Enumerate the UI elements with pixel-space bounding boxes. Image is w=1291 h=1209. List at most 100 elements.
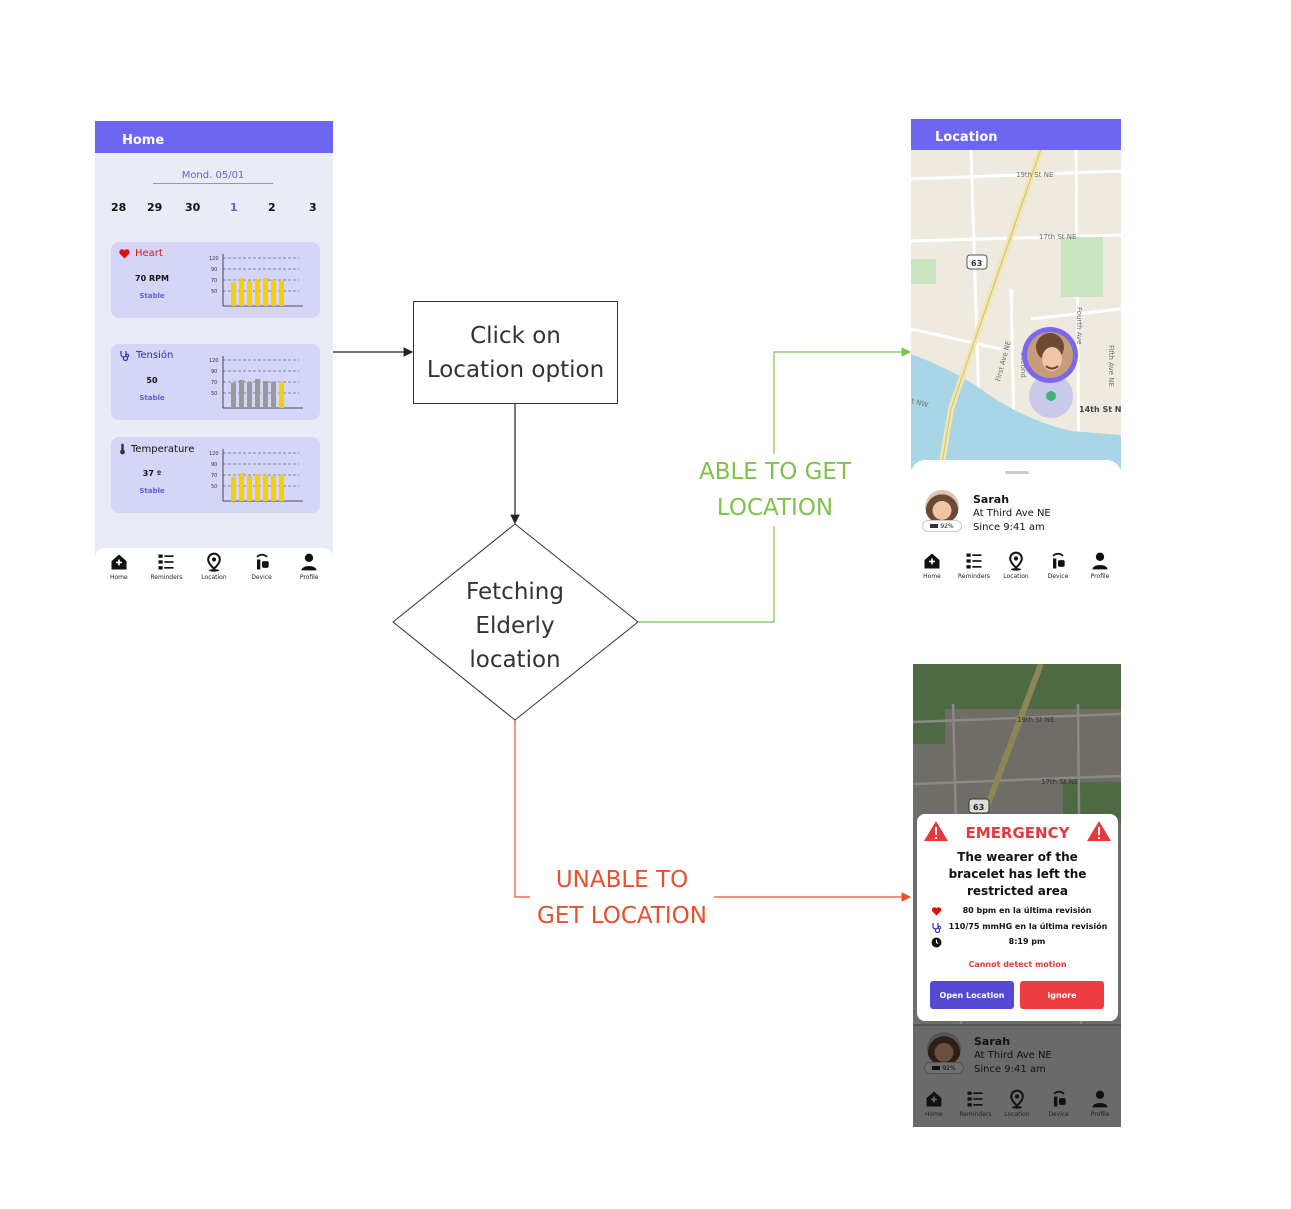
nav-profile[interactable]: Profile [1079,1085,1121,1127]
location-pin-icon [1010,1089,1024,1109]
nav-location[interactable]: Location [995,547,1037,587]
nav-location[interactable]: Location [996,1085,1038,1127]
nav-reminders-label: Reminders [959,1111,992,1118]
nav-profile[interactable]: Profile [285,548,333,586]
nav-device[interactable]: Device [1037,547,1079,587]
route-shield-icon [968,798,990,814]
heart-card-label: Heart [135,248,163,259]
location-header: Location [911,119,1121,150]
battery-level: 92% [942,1064,956,1072]
nav-location-label: Location [1004,1111,1030,1118]
svg-text:70: 70 [211,278,217,284]
emergency-dialog: EMERGENCY The wearer of the bracelet has… [917,814,1118,1021]
route-shield-icon [966,254,988,270]
svg-text:70: 70 [211,473,217,479]
heart-card-title: Heart [119,248,163,259]
nav-profile-label: Profile [299,574,319,581]
map-street-label: 14th St N [1079,405,1121,414]
home-plus-icon [111,554,127,570]
nav-home[interactable]: Home [913,1085,955,1127]
bracelet-device-icon [1052,552,1065,569]
location-pin-icon [207,552,221,572]
nav-reminders[interactable]: Reminders [143,548,191,586]
route-number: 63 [971,259,982,268]
open-location-button[interactable]: Open Location [930,981,1014,1009]
location-bottom-sheet[interactable]: 92% Sarah At Third Ave NE Since 9:41 am [911,460,1121,550]
route-number: 63 [973,803,984,812]
process-box: Click on Location option [413,301,618,404]
day-item[interactable]: 29 [147,201,163,214]
nav-reminders[interactable]: Reminders [955,1085,997,1127]
day-item-selected[interactable]: 1 [230,201,238,214]
nav-profile[interactable]: Profile [1079,547,1121,587]
battery-icon [932,1066,941,1070]
nav-reminders[interactable]: Reminders [953,547,995,587]
location-pin-icon [1009,551,1023,571]
svg-text:120: 120 [209,451,219,457]
svg-text:50: 50 [211,289,217,295]
ignore-button[interactable]: ignore [1020,981,1104,1009]
list-icon [967,1091,983,1107]
nav-device[interactable]: Device [238,548,286,586]
clock-icon [931,937,942,948]
nav-home[interactable]: Home [911,547,953,587]
nav-home-label: Home [923,573,941,580]
location-title: Location [935,130,998,145]
nav-profile-label: Profile [1090,1111,1110,1118]
svg-text:50: 50 [211,484,217,490]
emergency-message: The wearer of the bracelet has left the … [948,850,1087,898]
svg-text:120: 120 [209,256,219,262]
nav-home[interactable]: Home [95,548,143,586]
pressure-text: 110/75 mmHG en la última revisión [948,922,1108,931]
bracelet-device-icon [1052,1090,1066,1107]
home-screen: Home Mond. 05/01 28 29 30 1 2 3 Heart 70… [95,121,333,586]
person-since: Since 9:41 am [974,1064,1046,1075]
decision-diamond [392,523,639,721]
nav-profile-label: Profile [1090,573,1110,580]
map-street-label: 17th St NE [1041,778,1078,786]
bracelet-device-icon [255,553,269,570]
day-item[interactable]: 30 [185,201,201,214]
person-icon [1092,1090,1108,1108]
stethoscope-icon [120,351,130,361]
nav-location-label: Location [201,574,227,581]
nav-location[interactable]: Location [190,548,238,586]
map-street-label: 19th St NE [1017,716,1054,724]
map-street-label: Fifth Ave NE [1107,345,1115,387]
svg-text:50: 50 [211,391,217,397]
nav-device[interactable]: Device [1038,1085,1080,1127]
avatar [927,1032,961,1066]
day-strip: 28 29 30 1 2 3 [95,201,333,217]
temperature-card-value: 37 º [142,469,162,478]
svg-text:120: 120 [209,358,219,364]
warning-icon [1087,821,1111,841]
date-label[interactable]: Mond. 05/01 [153,170,273,184]
tension-card-title: Tensión [119,350,173,361]
battery-level: 92% [940,522,954,530]
tension-card-value: 50 [146,376,158,385]
location-bottom-nav: Home Reminders Location Device Profile [911,547,1121,587]
svg-text:90: 90 [211,462,217,468]
list-icon [966,553,982,569]
decision-label: Fetching Elderly location [466,579,564,673]
yes-label: ABLE TO GET LOCATION [684,454,866,526]
sheet-handle[interactable] [1005,471,1029,474]
emergency-bottom-sheet: 92% Sarah At Third Ave NE Since 9:41 am [913,1026,1121,1086]
day-item[interactable]: 28 [111,201,127,214]
map-street-label: 17th St NE [1039,233,1076,241]
temperature-mini-chart: 120 90 70 50 [209,449,303,502]
home-title: Home [122,133,165,148]
svg-text:90: 90 [211,369,217,375]
heart-icon [119,248,130,259]
day-item[interactable]: 3 [309,201,317,214]
day-item[interactable]: 2 [268,201,276,214]
no-label: UNABLE TO GET LOCATION [530,862,714,934]
nav-home-label: Home [109,574,128,581]
location-map[interactable]: 19th St NE 17th St NE First Ave NE Secon… [911,149,1121,469]
emergency-bottom-nav: Home Reminders Location Device Profile [913,1085,1121,1127]
temperature-card-title: Temperature [119,443,194,455]
